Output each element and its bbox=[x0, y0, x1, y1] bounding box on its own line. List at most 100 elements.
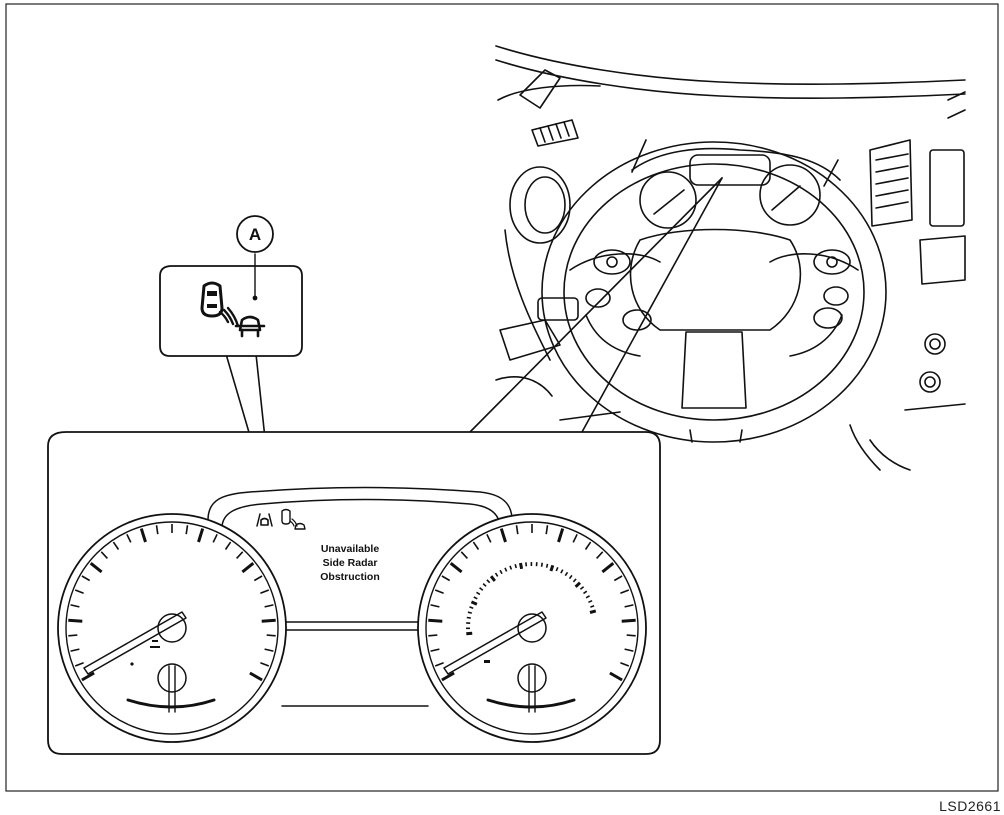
gauge-tick bbox=[68, 618, 83, 623]
gauge-tick bbox=[81, 671, 95, 682]
gauge-tick bbox=[70, 648, 80, 652]
gauge-tick bbox=[584, 541, 592, 550]
gauge-tick bbox=[473, 596, 478, 600]
gauge-tick bbox=[624, 604, 634, 608]
gauge-tick bbox=[519, 562, 524, 570]
gauge-tick bbox=[509, 565, 513, 570]
gauge-tick bbox=[621, 618, 636, 623]
gauge-tick bbox=[589, 609, 597, 614]
gauge-tick bbox=[486, 579, 491, 584]
blind-spot-icon bbox=[281, 508, 306, 530]
gauge-tick bbox=[441, 575, 451, 582]
figure-code-label: LSD2661 bbox=[939, 798, 1001, 814]
lane-departure-icon bbox=[256, 513, 273, 527]
gauge-tick bbox=[624, 648, 634, 652]
gauge-tick bbox=[585, 595, 590, 599]
gauge-tick bbox=[560, 569, 564, 574]
gauge-tick bbox=[434, 661, 444, 667]
gauge-tick bbox=[545, 525, 549, 535]
gauge-tick bbox=[260, 589, 270, 595]
gauge-tick bbox=[466, 631, 473, 636]
gauge-tick bbox=[467, 611, 472, 614]
gauge-tick bbox=[430, 604, 440, 608]
gauge-tick bbox=[466, 616, 471, 619]
gauge-tick bbox=[185, 525, 189, 535]
gauge-tick bbox=[253, 575, 263, 582]
gauge-tick bbox=[126, 533, 132, 543]
callout-a-label: A bbox=[236, 215, 274, 253]
gauge-tick bbox=[588, 599, 593, 604]
gauge-tick bbox=[555, 566, 559, 572]
gauge-tick bbox=[545, 563, 549, 568]
gauge-tick bbox=[472, 541, 480, 550]
gauge-tick bbox=[482, 583, 487, 587]
gauge-tick bbox=[574, 581, 582, 588]
gauge-tick bbox=[441, 671, 455, 682]
gauge-tick bbox=[428, 634, 438, 637]
gauge-tick bbox=[266, 634, 276, 637]
gauge-tick bbox=[572, 533, 578, 543]
gauge-tick bbox=[613, 575, 623, 582]
gauge-tick bbox=[568, 574, 573, 580]
gauge-tick bbox=[81, 575, 91, 582]
gauge-tick bbox=[549, 564, 555, 572]
gauge-tick bbox=[224, 541, 232, 550]
gauge-tick bbox=[564, 571, 569, 577]
gauge-tick bbox=[620, 661, 630, 667]
figure-frame bbox=[5, 3, 999, 792]
gauge-tick bbox=[212, 533, 218, 543]
gauge-tick bbox=[590, 604, 595, 608]
gauge-tick bbox=[494, 572, 499, 577]
gauge-tick bbox=[261, 618, 276, 623]
gauge-tick bbox=[264, 648, 274, 652]
gauge-tick bbox=[430, 648, 440, 652]
gauge-tick bbox=[449, 562, 463, 574]
gauge-tick bbox=[197, 528, 205, 543]
gauge-tick bbox=[70, 604, 80, 608]
zoom-callout-lines bbox=[469, 177, 723, 433]
gauge-tick bbox=[504, 567, 508, 572]
gauge-tick bbox=[486, 533, 492, 543]
display-message-line-1: Unavailable bbox=[321, 543, 380, 555]
gauge-tick bbox=[601, 562, 615, 574]
gauge-tick bbox=[434, 589, 444, 595]
gauge-tick bbox=[155, 525, 159, 535]
gauge-tick bbox=[100, 551, 108, 559]
gauge-tick bbox=[74, 661, 84, 667]
gauge-tick bbox=[476, 591, 481, 596]
gauge-tick bbox=[479, 587, 484, 591]
gauge-tick bbox=[249, 671, 263, 682]
gauge-tick bbox=[68, 634, 78, 637]
side-radar-obstruction-warning-icon bbox=[200, 281, 266, 338]
gauge-tick bbox=[579, 586, 585, 590]
meter-cluster-panel: Unavailable Side Radar Obstruction bbox=[47, 431, 661, 755]
gauge-tick bbox=[470, 600, 478, 606]
callout-letter: A bbox=[249, 225, 261, 244]
gauge-tick bbox=[428, 618, 443, 623]
gauge-tick bbox=[626, 634, 636, 637]
gauge-tick bbox=[469, 606, 474, 609]
display-message-line-2: Side Radar bbox=[323, 557, 378, 569]
gauge-tick bbox=[596, 551, 604, 559]
gauge-tick bbox=[583, 590, 588, 595]
gauge-tick bbox=[112, 541, 120, 550]
gauge-tick bbox=[139, 528, 147, 543]
display-message-line-3: Obstruction bbox=[320, 571, 380, 583]
gauge-tick bbox=[515, 525, 519, 535]
steering-wheel-area bbox=[495, 45, 966, 471]
gauge-tick bbox=[609, 671, 623, 682]
left-gauge bbox=[57, 513, 287, 743]
gauge-tick bbox=[241, 562, 255, 574]
gauge-tick bbox=[89, 562, 103, 574]
gauge-tick bbox=[460, 551, 468, 559]
gauge-tick bbox=[489, 575, 496, 582]
gauge-tick bbox=[557, 528, 565, 543]
gauge-tick bbox=[264, 604, 274, 608]
gauge-tick bbox=[499, 569, 503, 575]
gauge-tick bbox=[540, 562, 543, 567]
gauge-tick bbox=[514, 563, 517, 569]
right-gauge bbox=[417, 513, 647, 743]
gauge-tick bbox=[572, 578, 577, 583]
gauge-tick bbox=[260, 661, 270, 667]
